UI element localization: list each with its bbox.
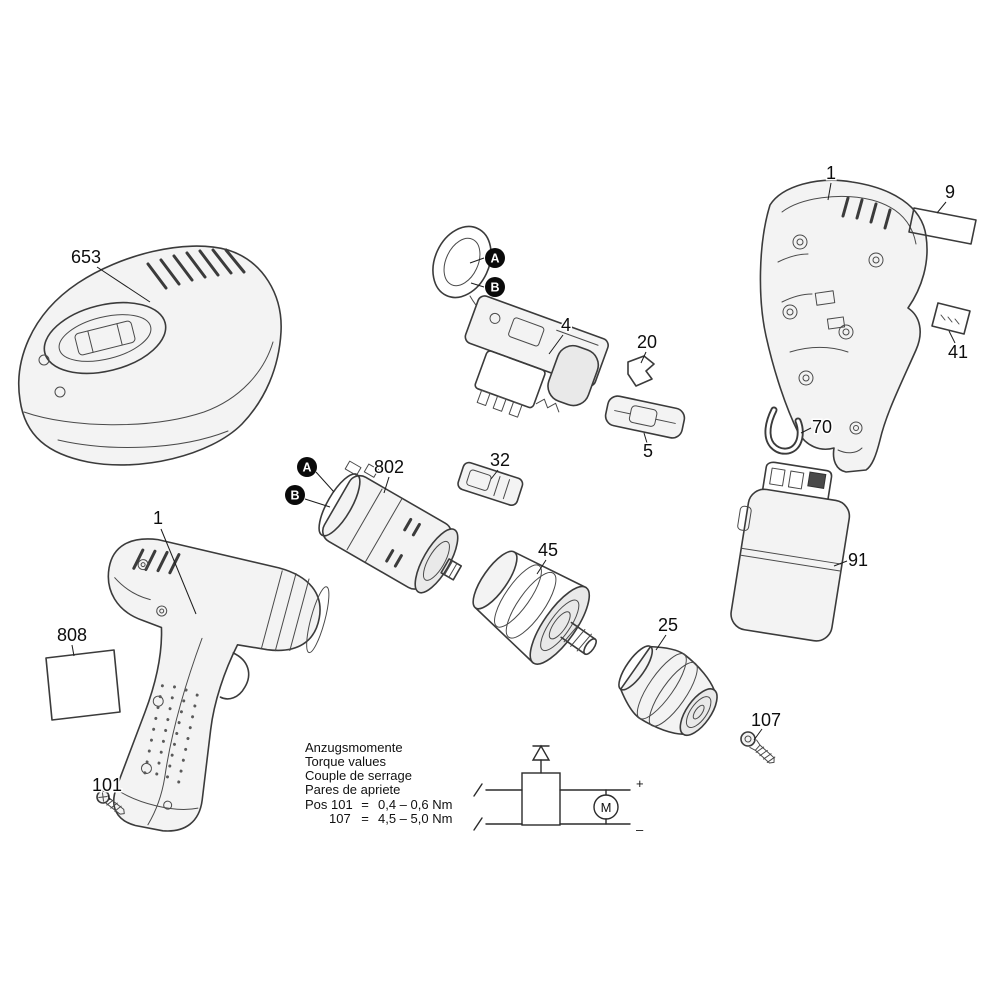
switch-cap-art (457, 461, 524, 507)
torque-note-line-es: Pares de apriete (305, 782, 400, 797)
callout-circle (485, 277, 505, 297)
label-sticker-9: 9 (945, 182, 955, 202)
leader-line (800, 427, 812, 434)
callout-letter: A (490, 252, 499, 266)
leader-line (833, 560, 848, 567)
drill-body-art (107, 538, 330, 832)
leader-line (753, 728, 763, 741)
housing-screw-art (96, 790, 125, 815)
callout-letter: A (302, 461, 311, 475)
housing-half-art (759, 179, 928, 473)
sticker-9-art (908, 207, 977, 245)
motor-art (318, 460, 463, 594)
label-motor: 802 (374, 457, 404, 477)
leader-line (827, 182, 832, 201)
torque-note-line-de: Anzugsmomente (305, 740, 403, 755)
switch-module-art (432, 225, 609, 418)
leader-line (536, 559, 547, 575)
label-sticker-808: 808 (57, 625, 87, 645)
callout-b-motor: B (285, 485, 305, 505)
leader-line (469, 257, 485, 264)
leader-line (640, 351, 647, 364)
leader-line (490, 469, 499, 480)
leader-line (304, 498, 331, 508)
belt-hook-art (764, 406, 804, 455)
label-drill-body: 1 (153, 508, 163, 528)
leader-line (948, 330, 956, 344)
part-number-labels: 653 1 9 41 70 4 20 5 802 32 45 25 91 107… (55, 162, 969, 797)
leader-line (655, 634, 667, 651)
circuit-plus-label: + (636, 776, 644, 791)
leader-line (643, 432, 648, 444)
charger-art (18, 245, 282, 466)
callout-circle (285, 485, 305, 505)
callout-b-switch: B (485, 277, 505, 297)
leader-line (96, 266, 151, 303)
torque-row-eq: = (361, 811, 369, 826)
label-belt-hook: 70 (812, 417, 832, 437)
torque-row-value: 4,5 – 5,0 Nm (378, 811, 452, 826)
circuit-minus-label: – (636, 822, 644, 837)
torque-note: Anzugsmomente Torque values Couple de se… (305, 740, 452, 826)
callout-circle (485, 248, 505, 268)
leader-line (71, 644, 75, 657)
callout-a-switch: A (485, 248, 505, 268)
label-battery: 91 (848, 550, 868, 570)
leader-line (160, 528, 197, 615)
torque-row-pos: 107 (329, 811, 351, 826)
torque-note-line-fr: Couple de serrage (305, 768, 412, 783)
label-screw-107: 107 (751, 710, 781, 730)
leader-line (548, 334, 564, 355)
battery-art (730, 461, 851, 642)
sticker-808-art (45, 649, 121, 721)
callout-circle (297, 457, 317, 477)
label-gearbox: 45 (538, 540, 558, 560)
leader-line (107, 794, 111, 801)
torque-note-line-en: Torque values (305, 754, 386, 769)
torque-row-eq: = (361, 797, 369, 812)
label-switch-module: 4 (561, 315, 571, 335)
torque-row-pos: Pos 101 (305, 797, 353, 812)
leader-line (315, 471, 335, 493)
chuck-art (618, 645, 718, 737)
chuck-screw-art (740, 731, 776, 764)
label-charger: 653 (71, 247, 101, 267)
label-switch-cap: 32 (490, 450, 510, 470)
label-chuck: 25 (658, 615, 678, 635)
leader-line (470, 282, 485, 288)
selector-clip-art (627, 355, 655, 387)
leader-lines (71, 182, 956, 801)
callout-letter: B (290, 489, 299, 503)
selector-button-art (604, 395, 686, 439)
sticker-41-art (931, 302, 971, 335)
label-selector-button: 5 (643, 441, 653, 461)
torque-row-value: 0,4 – 0,6 Nm (378, 797, 452, 812)
leader-line (383, 476, 390, 494)
label-selector-clip: 20 (637, 332, 657, 352)
circuit-diagram-art: M + – (473, 744, 644, 837)
label-sticker-41: 41 (948, 342, 968, 362)
callout-letter: B (490, 281, 499, 295)
label-screw-101: 101 (92, 775, 122, 795)
label-housing-half: 1 (826, 163, 836, 183)
circuit-motor-label: M (601, 800, 612, 815)
gearbox-art (472, 550, 597, 665)
callout-a-motor: A (297, 457, 317, 477)
leader-line (936, 201, 947, 214)
